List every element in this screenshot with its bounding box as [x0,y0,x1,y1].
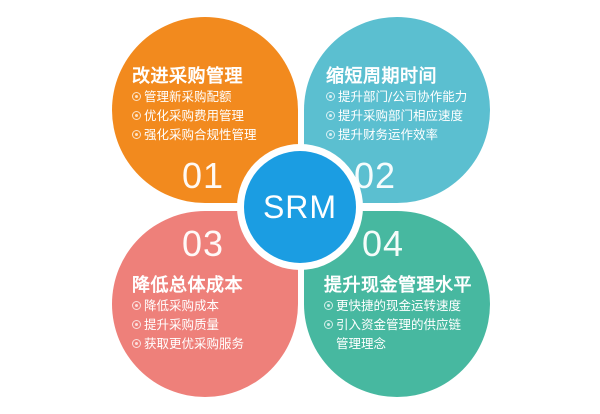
bullet-circle-icon [132,111,141,120]
center-hub-circle: SRM [244,151,356,263]
bullet-circle-icon [132,130,141,139]
petal-number: 03 [182,223,225,264]
bullet-circle-icon [324,301,333,310]
bullet-circle-icon [326,130,335,139]
petal-improve-cash-management: 04 提升现金管理水平 更快捷的现金运转速度 引入资金管理的供应链 管理理念 [304,211,490,397]
list-item: 优化采购费用管理 [132,106,257,125]
list-item: 强化采购合规性管理 [132,125,257,144]
petal-title: 缩短周期时间 [326,66,437,87]
petal-title: 降低总体成本 [132,275,243,296]
bullet-circle-icon [132,339,141,348]
list-item: 获取更优采购服务 [132,334,244,353]
petal-item-list: 提升部门/公司协作能力 提升采购部门相应速度 提升财务运作效率 [326,87,467,144]
petal-item-list: 降低采购成本 提升采购质量 获取更优采购服务 [132,296,244,353]
center-hub-ring: SRM [237,144,363,270]
bullet-circle-icon [326,92,335,101]
petal-number: 02 [354,155,397,196]
petal-title: 提升现金管理水平 [324,275,472,296]
list-item: 管理理念 [336,336,387,351]
petal-number: 04 [362,223,405,264]
list-item: 引入资金管理的供应链 [324,315,461,334]
bullet-circle-icon [326,111,335,120]
list-item: 提升采购部门相应速度 [326,106,467,125]
list-item: 更快捷的现金运转速度 [324,296,461,315]
list-item: 提升采购质量 [132,315,244,334]
bullet-circle-icon [132,92,141,101]
list-item: 管理新采购配额 [132,87,257,106]
petal-shorten-cycle-time: 缩短周期时间 提升部门/公司协作能力 提升采购部门相应速度 提升财务运作效率 0… [304,17,490,203]
petal-title: 改进采购管理 [132,66,243,87]
petal-number: 01 [182,155,225,196]
bullet-circle-icon [324,320,333,329]
petal-item-list: 更快捷的现金运转速度 引入资金管理的供应链 管理理念 [324,296,461,353]
center-label: SRM [262,188,338,225]
list-item: 提升部门/公司协作能力 [326,87,467,106]
petal-improve-procurement: 改进采购管理 管理新采购配额 优化采购费用管理 强化采购合规性管理 01 [112,17,298,203]
bullet-circle-icon [132,320,141,329]
list-item: 提升财务运作效率 [326,125,467,144]
list-item: 降低采购成本 [132,296,244,315]
petal-item-list: 管理新采购配额 优化采购费用管理 强化采购合规性管理 [132,87,257,144]
bullet-circle-icon [132,301,141,310]
